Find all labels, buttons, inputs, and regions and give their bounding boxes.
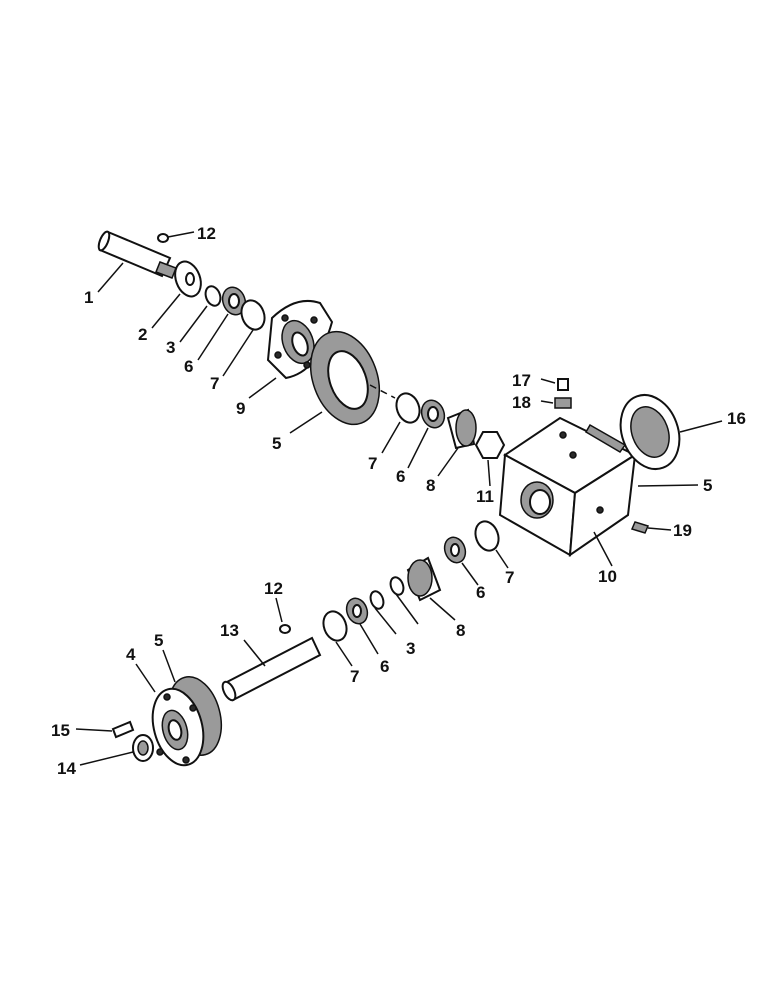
callout-5-upper: 5 <box>272 434 281 453</box>
fitting <box>554 397 572 409</box>
callout-12-upper: 12 <box>197 224 216 243</box>
callout-1: 1 <box>84 288 93 307</box>
flat-washer <box>174 260 202 298</box>
bearing-cup-upper <box>240 299 266 331</box>
callout-8-upper: 8 <box>426 476 435 495</box>
callout-7-upper: 7 <box>210 374 219 393</box>
key-lower <box>279 624 291 634</box>
bearing-cone-mid <box>420 399 446 429</box>
callout-6-right: 6 <box>476 583 485 602</box>
output-shaft <box>221 636 322 702</box>
key-upper <box>157 233 169 243</box>
gearbox-housing <box>498 416 638 558</box>
leader-lines <box>75 231 723 766</box>
bevel-gear-lower <box>406 556 442 602</box>
callout-13: 13 <box>220 621 239 640</box>
bevel-gear-upper <box>446 408 477 450</box>
callout-8-lower: 8 <box>456 621 465 640</box>
bearing-cup-lower <box>322 610 348 642</box>
callout-3-upper: 3 <box>166 338 175 357</box>
callout-14: 14 <box>57 759 76 778</box>
callout-5-right: 5 <box>703 476 712 495</box>
cap-screw <box>111 720 135 739</box>
bearing-cone-lower <box>345 597 369 625</box>
callout-15: 15 <box>51 721 70 740</box>
end-cover <box>619 394 681 470</box>
callout-16: 16 <box>727 409 746 428</box>
breather-plug <box>557 378 569 391</box>
drain-plug <box>630 521 650 534</box>
snap-ring-upper <box>204 285 222 307</box>
callout-7-lower: 7 <box>350 667 359 686</box>
callout-17: 17 <box>512 371 531 390</box>
bearing-cone-upper <box>221 286 247 316</box>
bearing-cone-right <box>443 536 467 564</box>
callout-6-upper: 6 <box>184 357 193 376</box>
callout-7-right: 7 <box>505 568 514 587</box>
callout-5-lower: 5 <box>154 631 163 650</box>
bearing-housing <box>151 687 205 767</box>
callout-11: 11 <box>476 487 494 506</box>
callout-9: 9 <box>236 399 245 418</box>
oil-seal <box>132 734 154 762</box>
callout-18: 18 <box>512 393 531 412</box>
callout-12-lower: 12 <box>264 579 283 598</box>
callout-7-mid: 7 <box>368 454 377 473</box>
bearing-cup-right <box>474 520 500 552</box>
callout-labels: 12 1 2 3 6 7 9 5 7 6 8 11 17 18 16 5 19 … <box>51 224 746 778</box>
callout-2: 2 <box>138 325 147 344</box>
callout-6-lower: 6 <box>380 657 389 676</box>
callout-3-lower: 3 <box>406 639 415 658</box>
hex-nut <box>474 431 506 459</box>
callout-4: 4 <box>126 645 136 664</box>
input-shaft <box>97 230 177 279</box>
callout-19: 19 <box>673 521 692 540</box>
snap-ring-lower-2 <box>369 590 385 610</box>
bearing-cup-mid <box>395 392 421 424</box>
snap-ring-lower-1 <box>389 576 405 596</box>
callout-10: 10 <box>598 567 617 586</box>
callout-6-mid: 6 <box>396 467 405 486</box>
gasket-upper <box>309 330 381 426</box>
